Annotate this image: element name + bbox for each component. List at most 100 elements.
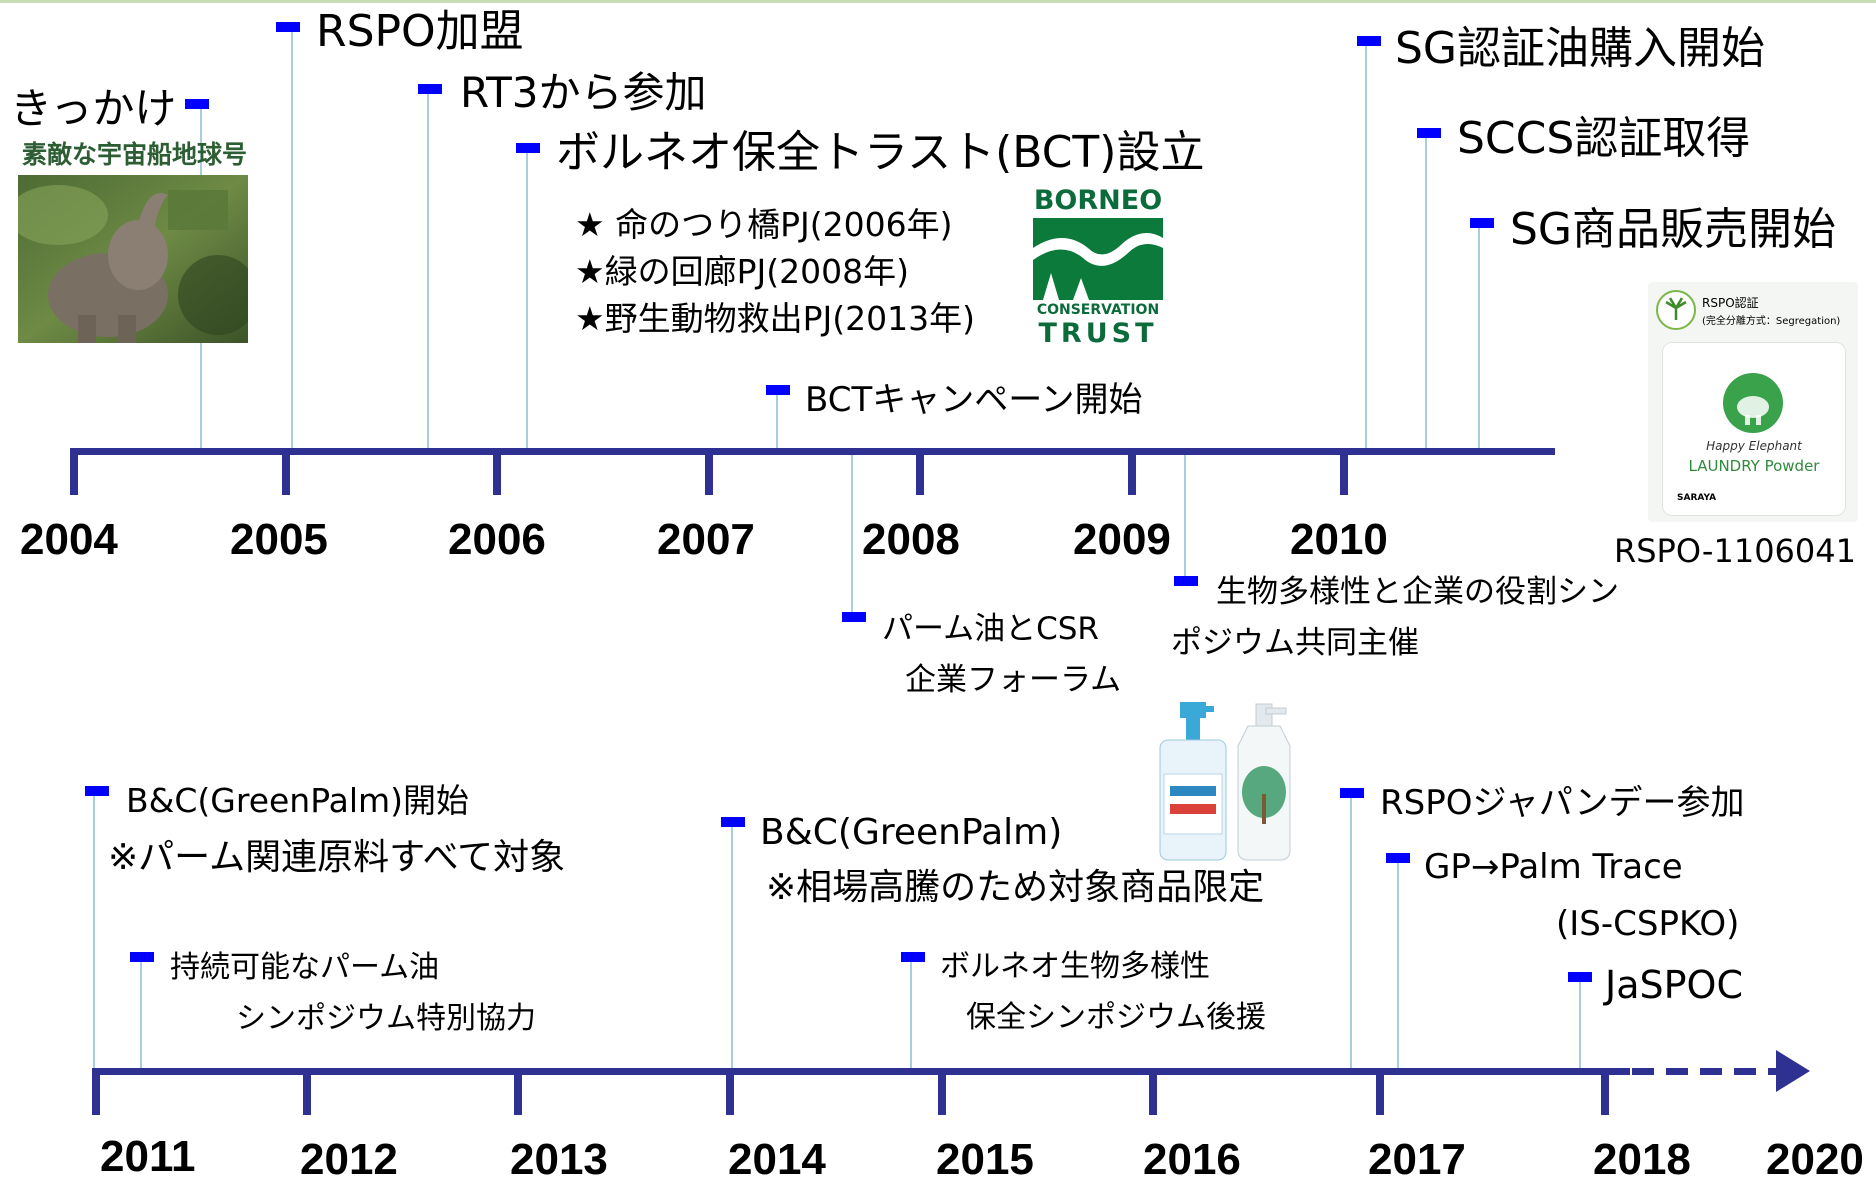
event-borneo-sympo: 保全シンポジウム後援 (966, 1000, 1266, 1035)
event-sustain-sympo: 持続可能なパーム油 (170, 950, 440, 985)
connector (291, 27, 293, 448)
year-label: 2012 (300, 1135, 398, 1184)
event-bc-2014: B&C(GreenPalm) (760, 812, 1063, 853)
tick-2017 (1376, 1068, 1384, 1115)
event-flag (721, 817, 745, 827)
year-label: 2014 (728, 1135, 826, 1184)
event-flag (1340, 788, 1364, 798)
year-label: 2020 (1766, 1135, 1864, 1184)
event-bc-start-note: ※パーム関連原料すべて対象 (108, 837, 566, 878)
connector (731, 822, 733, 1068)
year-label: 2018 (1593, 1135, 1691, 1184)
connector (851, 455, 853, 615)
connector (526, 148, 528, 448)
top-border (0, 0, 1876, 3)
tick-2007 (705, 448, 713, 495)
connector (1478, 222, 1480, 448)
event-flag (766, 385, 790, 395)
event-flag (276, 22, 300, 32)
event-flag (1357, 36, 1381, 46)
event-flag (418, 84, 442, 94)
soap-bottles (1159, 702, 1291, 861)
event-bc-start: B&C(GreenPalm)開始 (126, 781, 470, 820)
event-rspo-join: RSPO加盟 (316, 6, 524, 57)
bct-logo-top: BORNEO (1033, 185, 1163, 216)
bct-logo-bottom: TRUST (1038, 318, 1158, 349)
event-bio-sympo: 生物多様性と企業の役割シン (1216, 574, 1619, 610)
tick-2015 (938, 1068, 946, 1115)
product-name: LAUNDRY Powder (1688, 457, 1820, 475)
event-flag (1470, 218, 1494, 228)
connector (910, 957, 912, 1068)
event-borneo-sympo: ボルネオ生物多様性 (940, 949, 1210, 984)
event-flag (1568, 972, 1592, 982)
event-jaspoc: JaSPOC (1605, 963, 1743, 1007)
event-flag (1417, 128, 1441, 138)
event-flag (85, 786, 109, 796)
connector (1397, 858, 1399, 1068)
event-sg-oil: SG認証油購入開始 (1395, 23, 1766, 74)
year-label: 2008 (862, 515, 960, 564)
tick-2009 (1128, 448, 1136, 495)
event-is-cspko: (IS-CSPKO) (1556, 904, 1740, 944)
elephant-photo (18, 175, 248, 343)
bct-logo-mid: CONSERVATION (1036, 302, 1160, 318)
bct-project: ★野生動物救出PJ(2013年) (575, 299, 975, 338)
river-emblem (1033, 218, 1163, 300)
book-title: 素敵な宇宙船地球号 (22, 140, 248, 169)
year-label: 2013 (510, 1135, 608, 1184)
event-flag (130, 952, 154, 962)
laundry-product-image: RSPO認証 (完全分離方式：Segregation) Happy Elepha… (1648, 282, 1858, 522)
year-label: 2011 (100, 1132, 196, 1181)
year-label: 2007 (657, 515, 755, 564)
connector (427, 88, 429, 448)
event-bct-campaign: BCTキャンペーン開始 (805, 380, 1143, 420)
tick-2004 (70, 448, 78, 495)
event-bc-2014-note: ※相場高騰のため対象商品限定 (766, 867, 1265, 908)
bct-project: ★緑の回廊PJ(2008年) (575, 252, 909, 291)
connector (1425, 132, 1427, 448)
connector (140, 957, 142, 1068)
timeline-2-axis (92, 1068, 1630, 1075)
event-bct: ボルネオ保全トラスト(BCT)設立 (556, 127, 1205, 178)
event-sustain-sympo: シンポジウム特別協力 (236, 1001, 536, 1036)
event-gp-trace: GP→Palm Trace (1424, 847, 1683, 887)
connector (1350, 793, 1352, 1068)
connector (776, 390, 778, 448)
rspo-cert-label: RSPO認証 (1702, 296, 1759, 310)
tick-2016 (1149, 1068, 1157, 1115)
arrow-right-icon (1776, 1050, 1810, 1092)
bct-project: ★ 命のつり橋PJ(2006年) (575, 205, 953, 244)
bct-logo: BORNEO CONSERVATION TRUST (1033, 185, 1163, 350)
year-label: 2004 (20, 515, 118, 564)
event-palm-forum: 企業フォーラム (905, 662, 1122, 698)
event-palm-forum: パーム油とCSR (882, 611, 1099, 647)
connector (1184, 455, 1186, 580)
event-bio-sympo: ポジウム共同主催 (1171, 625, 1419, 661)
event-rt3: RT3から参加 (460, 68, 707, 117)
product-maker: SARAYA (1677, 493, 1717, 503)
timeline-2-dashed-extension (1632, 1068, 1784, 1075)
tick-2010 (1340, 448, 1348, 495)
tick-2013 (514, 1068, 522, 1115)
elephant-logo-icon (1723, 373, 1783, 433)
connector (1365, 40, 1367, 448)
event-rspo-japan: RSPOジャパンデー参加 (1380, 783, 1745, 823)
year-label: 2006 (448, 515, 546, 564)
connector (93, 790, 95, 1068)
year-label: 2015 (936, 1135, 1034, 1184)
product-brand: Happy Elephant (1706, 439, 1802, 453)
event-flag (842, 612, 866, 622)
year-label: 2017 (1368, 1135, 1466, 1184)
event-sg-sales: SG商品販売開始 (1510, 204, 1837, 255)
timeline-1-axis (70, 448, 1555, 455)
event-kikkake: きっかけ (10, 84, 177, 133)
rspo-cert-sub: (完全分離方式：Segregation) (1702, 316, 1841, 327)
rspo-number: RSPO-1106041 (1614, 532, 1856, 570)
connector (1579, 977, 1581, 1068)
event-flag (901, 952, 925, 962)
tick-2005 (282, 448, 290, 495)
event-flag (185, 99, 209, 109)
soap-bottles-image (1152, 700, 1322, 862)
event-flag (1174, 576, 1198, 586)
